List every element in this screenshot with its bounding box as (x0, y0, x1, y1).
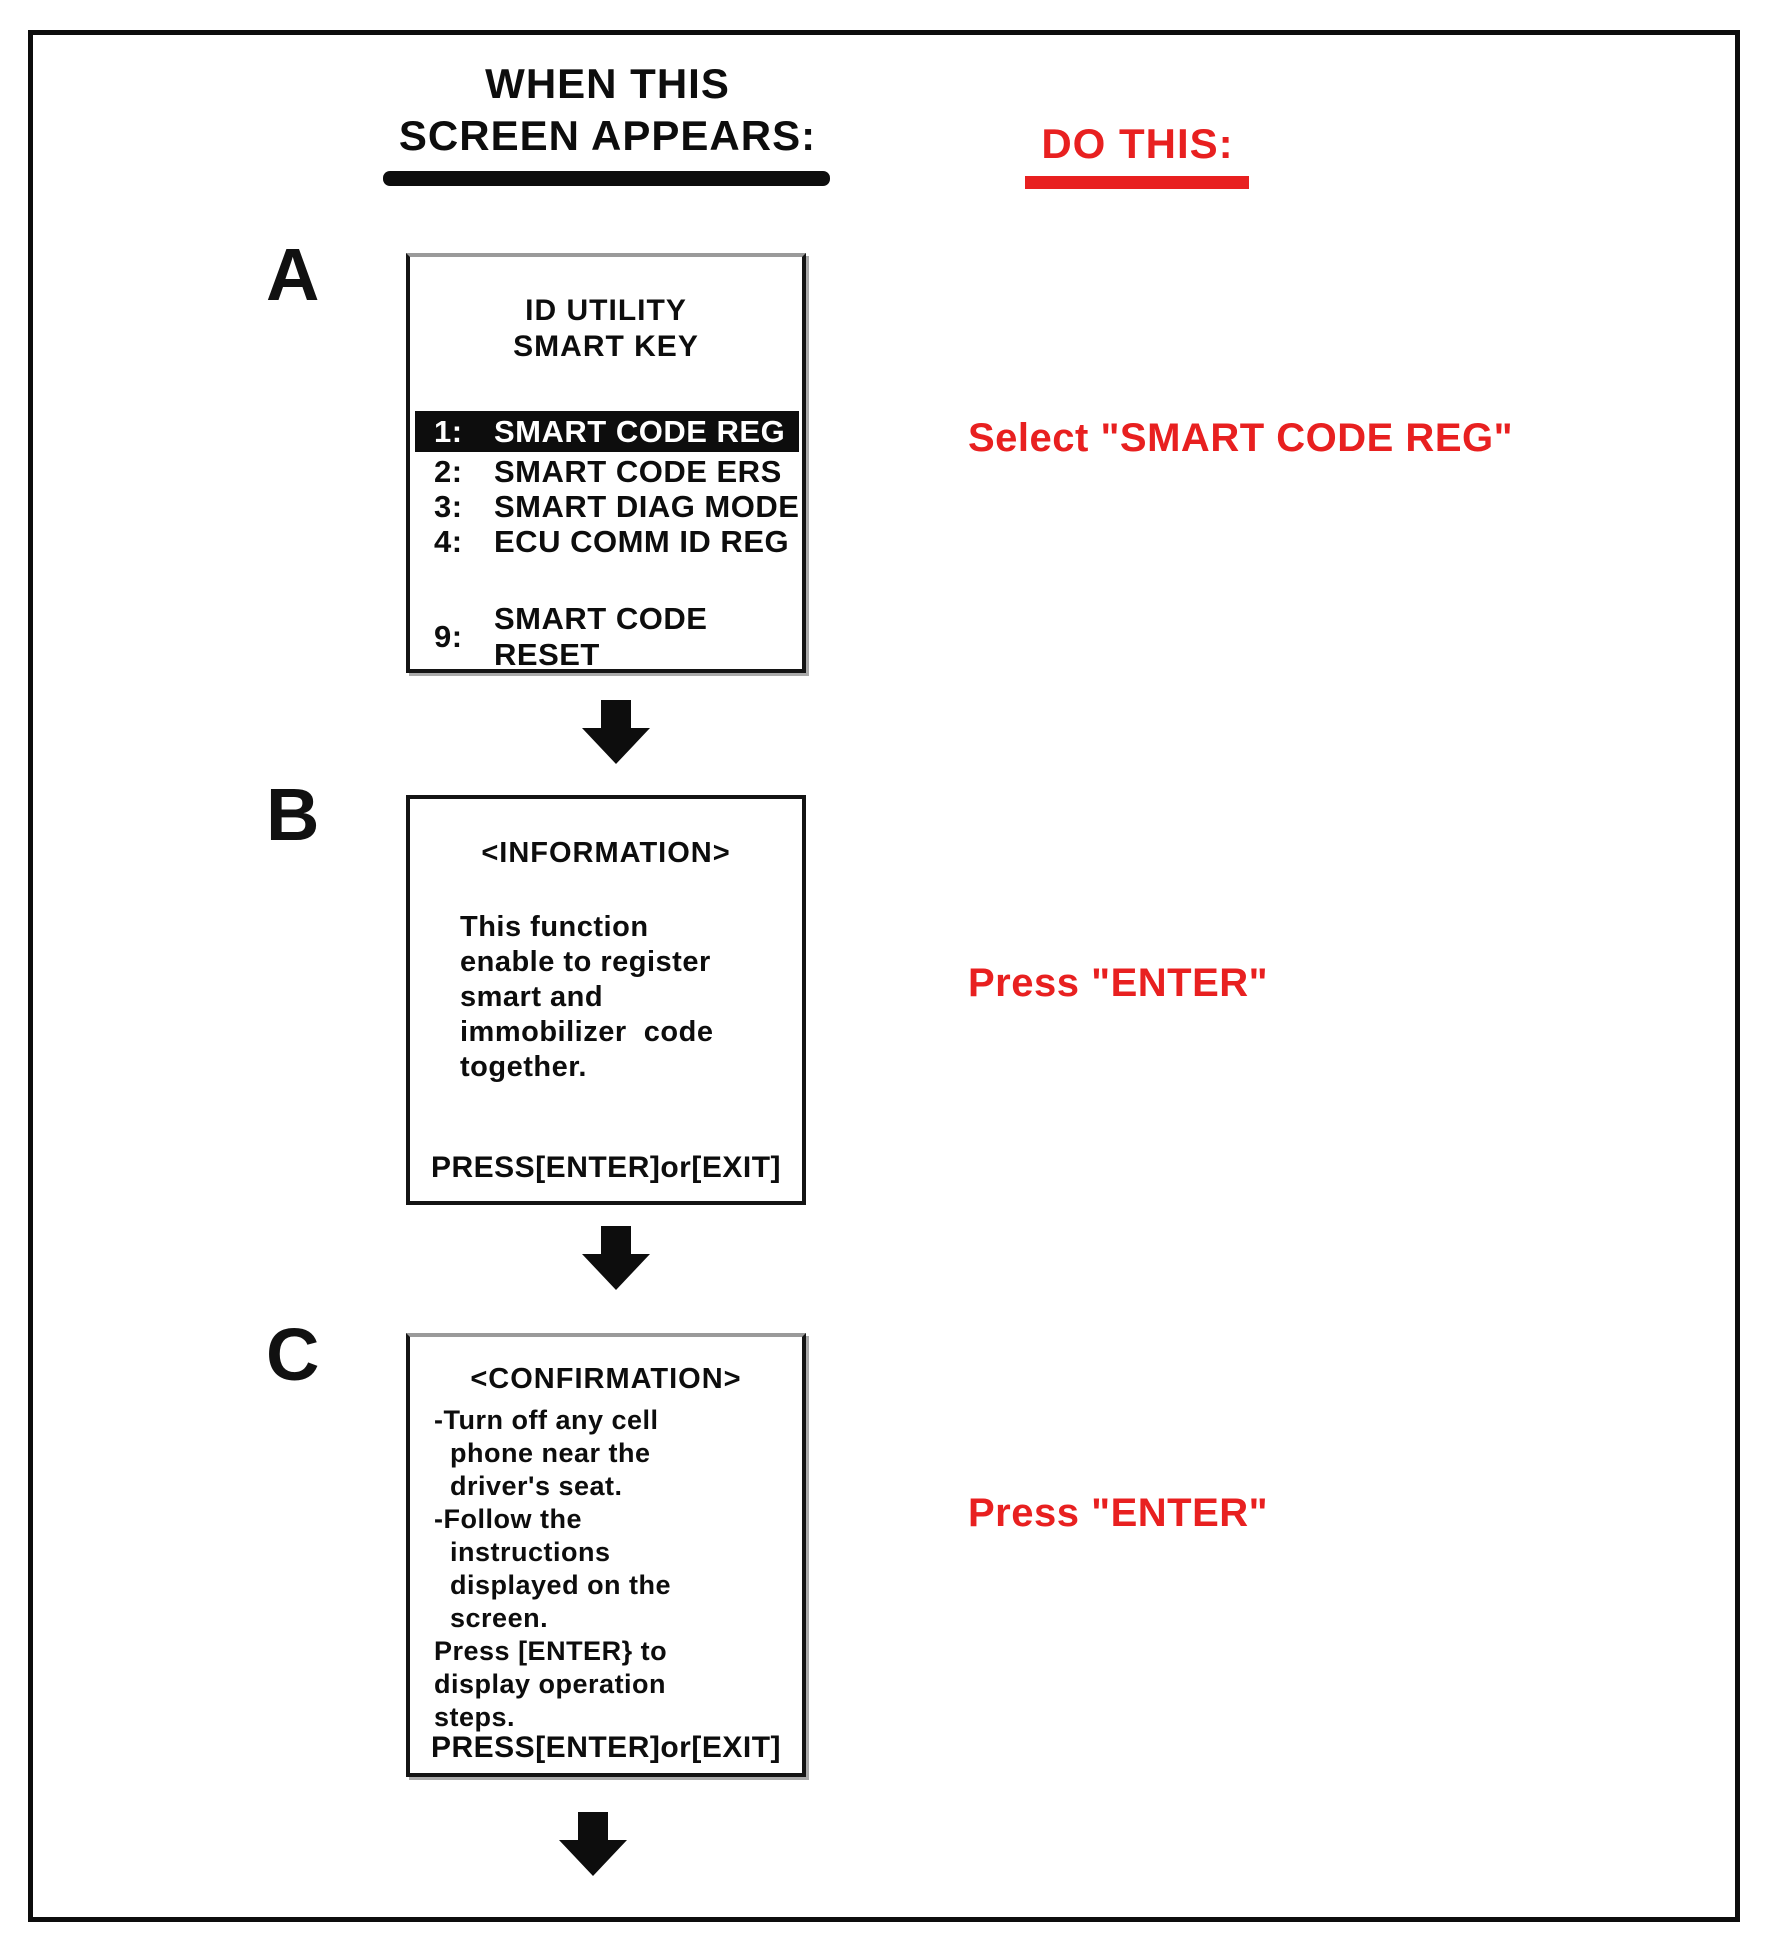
screen-c-body-text: -Turn off any cell phone near the driver… (434, 1405, 672, 1732)
screen-c-confirmation: <CONFIRMATION> -Turn off any cell phone … (406, 1333, 806, 1777)
menu-item-text: SMART CODE ERS (494, 453, 782, 489)
menu-item-number: 1: (434, 413, 463, 449)
header-underline-black (383, 171, 830, 186)
page-border-frame (28, 30, 1740, 1922)
screen-b-information: <INFORMATION> This function enable to re… (406, 795, 806, 1205)
menu-item-text: SMART CODE RESET (494, 600, 708, 672)
column-header-when-this-screen-appears: WHEN THIS SCREEN APPEARS: (398, 60, 817, 159)
down-arrow-icon (554, 1812, 632, 1876)
menu-item-smart-code-ers: 2: SMART CODE ERS (410, 454, 802, 489)
menu-item-text: SMART CODE REG (494, 413, 786, 449)
instruction-press-enter-c: Press "ENTER" (968, 1491, 1269, 1535)
menu-item-smart-diag-mode: 3: SMART DIAG MODE (410, 489, 802, 524)
instruction-press-enter-b: Press "ENTER" (968, 961, 1269, 1005)
step-label-c: C (266, 1313, 320, 1396)
screen-c-title: <CONFIRMATION> (470, 1363, 742, 1395)
screen-b-body-text: This function enable to register smart a… (460, 911, 714, 1083)
step-label-a: A (266, 233, 320, 316)
screen-c-footer-press-enter-or-exit: PRESS[ENTER]or[EXIT] (430, 1731, 782, 1764)
screen-a-title: ID UTILITY SMART KEY (513, 294, 699, 363)
step-label-b: B (266, 773, 320, 856)
down-arrow-icon (577, 700, 655, 764)
down-arrow-icon (577, 1226, 655, 1290)
screen-a-menu-list: 1: SMART CODE REG 2: SMART CODE ERS 3: S… (410, 411, 802, 672)
column-header-do-this: DO THIS: (1041, 120, 1234, 167)
menu-item-text: SMART DIAG MODE (494, 488, 800, 524)
menu-item-smart-code-reset: 9: SMART CODE RESET (410, 601, 802, 672)
menu-item-number: 9: (434, 618, 463, 654)
menu-item-number: 2: (434, 453, 463, 489)
instruction-select-smart-code-reg: Select "SMART CODE REG" (968, 416, 1514, 460)
menu-item-number: 4: (434, 523, 463, 559)
menu-item-smart-code-reg-highlighted: 1: SMART CODE REG (415, 411, 799, 452)
menu-item-number: 3: (434, 488, 463, 524)
screen-b-title: <INFORMATION> (481, 837, 731, 869)
menu-item-ecu-comm-id-reg: 4: ECU COMM ID REG (410, 524, 802, 559)
header-underline-red (1025, 176, 1249, 189)
screen-a-id-utility-menu: ID UTILITY SMART KEY 1: SMART CODE REG 2… (406, 253, 806, 673)
screen-b-footer-press-enter-or-exit: PRESS[ENTER]or[EXIT] (430, 1151, 782, 1184)
menu-item-text: ECU COMM ID REG (494, 523, 790, 559)
